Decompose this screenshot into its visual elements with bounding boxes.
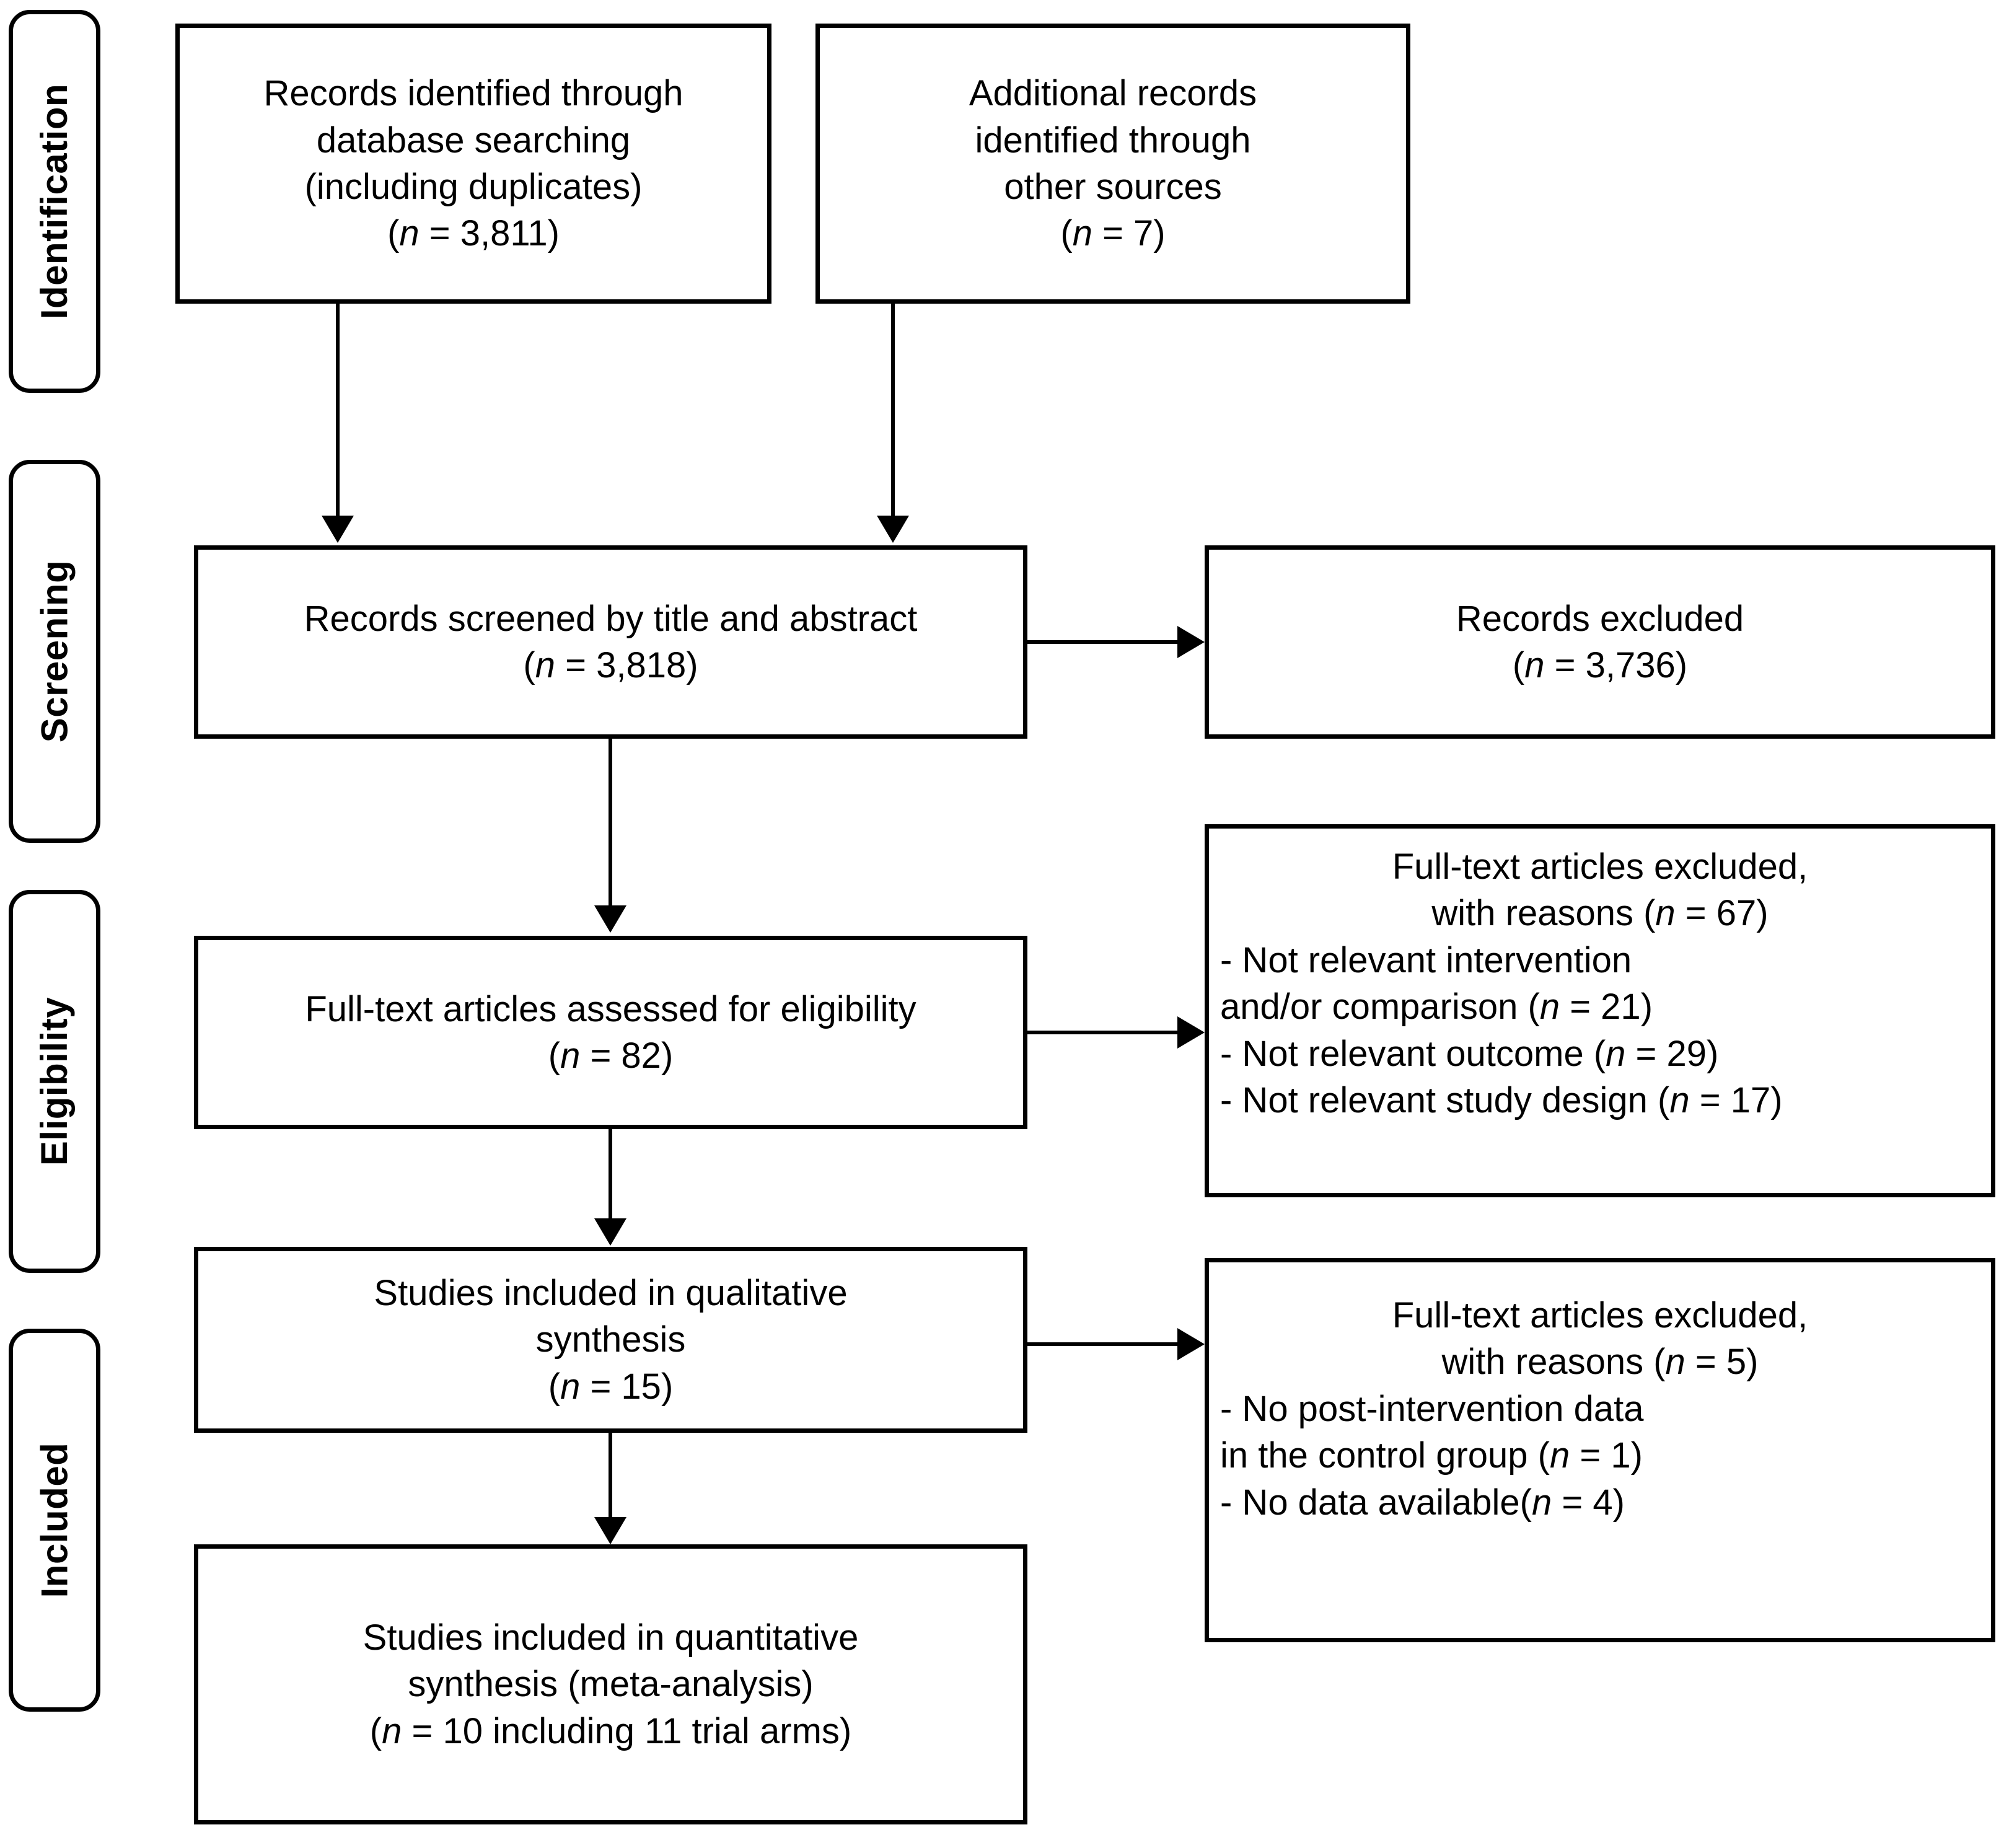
box-quantitative-synthesis: Studies included in quantitative synthes… [194, 1544, 1027, 1824]
box-line: with reasons (n = 5) [1441, 1342, 1759, 1383]
exclusion-reason: - Not relevant outcome (n = 29) [1220, 1033, 1719, 1074]
box-line: Studies included in quantitative [363, 1617, 859, 1658]
stage-label-included: Included [9, 1329, 100, 1712]
box-line: Records identified through [263, 73, 683, 114]
stage-label-screening: Screening [9, 460, 100, 843]
box-line: Full-text articles excluded, [1392, 847, 1808, 887]
exclusion-reason: in the control group (n = 1) [1220, 1435, 1643, 1476]
exclusion-reason: - No data available(n = 4) [1220, 1482, 1625, 1523]
box-records-identified-database: Records identified through database sear… [175, 24, 771, 304]
box-count: (n = 15) [548, 1366, 674, 1407]
connector-screened-to-excluded [1027, 640, 1184, 644]
box-line: Additional records [969, 73, 1257, 114]
connector-qualitative-to-quantitative [609, 1433, 612, 1520]
arrowhead-screened-to-fulltext [594, 905, 626, 933]
arrowhead-qualitative-to-quantitative [594, 1517, 626, 1544]
box-line: with reasons (n = 67) [1431, 893, 1769, 934]
stage-label-identification-text: Identification [33, 83, 75, 320]
stage-label-included-text: Included [33, 1442, 75, 1598]
arrowhead-qualitative-to-excluded5 [1177, 1328, 1205, 1360]
exclusion-reason: - No post-intervention data [1220, 1388, 1644, 1429]
box-count: (n = 82) [548, 1036, 674, 1076]
box-line: other sources [1004, 167, 1222, 207]
box-line: Full-text articles excluded, [1392, 1295, 1808, 1335]
box-qualitative-synthesis: Studies included in qualitative synthesi… [194, 1247, 1027, 1433]
box-line: identified through [975, 120, 1251, 161]
stage-label-eligibility-text: Eligibility [33, 997, 76, 1166]
box-line: (including duplicates) [304, 167, 643, 207]
arrowhead-fulltext-to-excluded67 [1177, 1016, 1205, 1049]
stage-label-identification: Identification [9, 10, 100, 393]
box-count: (n = 10 including 11 trial arms) [369, 1710, 852, 1751]
stage-label-eligibility: Eligibility [9, 890, 100, 1273]
exclusion-reason: - Not relevant intervention [1220, 939, 1632, 980]
arrowhead-fulltext-to-qualitative [594, 1218, 626, 1246]
box-count: (n = 7) [1060, 213, 1166, 254]
box-line: Records excluded [1456, 598, 1744, 639]
box-line: Studies included in qualitative [374, 1272, 848, 1313]
connector-qualitative-to-excluded5 [1027, 1342, 1184, 1346]
connector-database-to-screened [336, 304, 340, 518]
box-count: (n = 3,736) [1512, 645, 1688, 685]
arrowhead-other-to-screened [877, 516, 909, 543]
box-records-screened: Records screened by title and abstract (… [194, 545, 1027, 739]
arrowhead-database-to-screened [322, 516, 354, 543]
arrowhead-screened-to-excluded [1177, 626, 1205, 658]
box-fulltext-excluded-reasons-5: Full-text articles excluded, with reason… [1205, 1258, 1995, 1642]
box-line: Full-text articles assessed for eligibil… [305, 988, 916, 1029]
box-additional-records-other-sources: Additional records identified through ot… [815, 24, 1410, 304]
box-line: Records screened by title and abstract [304, 598, 918, 639]
box-line: synthesis [535, 1319, 686, 1360]
connector-fulltext-to-qualitative [609, 1129, 612, 1221]
exclusion-reason: - Not relevant study design (n = 17) [1220, 1080, 1783, 1120]
box-fulltext-excluded-reasons-67: Full-text articles excluded, with reason… [1205, 824, 1995, 1197]
exclusion-reason: and/or comparison (n = 21) [1220, 987, 1653, 1027]
box-count: (n = 3,811) [387, 213, 560, 254]
box-count: (n = 3,818) [523, 645, 698, 685]
box-line: synthesis (meta-analysis) [408, 1664, 814, 1705]
stage-label-screening-text: Screening [33, 560, 76, 743]
connector-other-to-screened [891, 304, 895, 518]
connector-fulltext-to-excluded67 [1027, 1031, 1184, 1034]
box-line: database searching [316, 120, 631, 161]
box-records-excluded: Records excluded (n = 3,736) [1205, 545, 1995, 739]
connector-screened-to-fulltext [609, 739, 612, 908]
box-fulltext-assessed: Full-text articles assessed for eligibil… [194, 936, 1027, 1129]
